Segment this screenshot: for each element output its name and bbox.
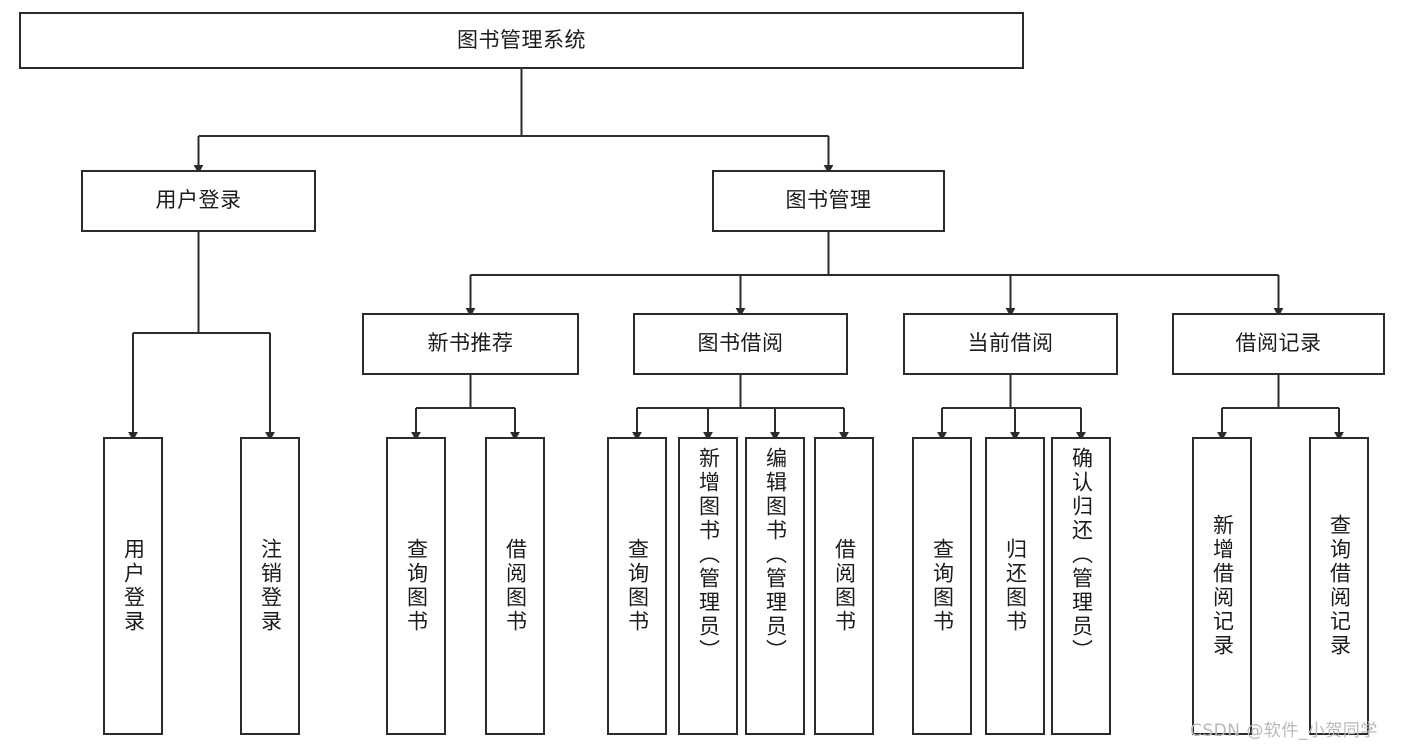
node-book-borrow-label: 图书借阅 [697, 331, 784, 356]
node-leaf-return-book-label: 归还图书 [1003, 538, 1028, 634]
node-leaf-confirm-return-admin[interactable]: 确认归还（管理员） [1051, 437, 1111, 735]
node-leaf-borrow-book-1-label: 借阅图书 [503, 538, 528, 634]
node-leaf-edit-book-admin-label: 编辑图书（管理员） [763, 447, 788, 663]
node-leaf-edit-book-admin[interactable]: 编辑图书（管理员） [745, 437, 805, 735]
node-leaf-query-book-3[interactable]: 查询图书 [912, 437, 972, 735]
node-new-book-recommendation-label: 新书推荐 [427, 331, 514, 356]
node-user-login-label: 用户登录 [155, 188, 242, 213]
node-leaf-confirm-return-admin-label: 确认归还（管理员） [1069, 447, 1094, 663]
node-leaf-query-borrow-record-label: 查询借阅记录 [1327, 514, 1352, 658]
node-user-login[interactable]: 用户登录 [81, 170, 316, 232]
node-leaf-add-book-admin-label: 新增图书（管理员） [696, 447, 721, 663]
node-leaf-add-borrow-record-label: 新增借阅记录 [1210, 514, 1235, 658]
node-current-borrow-label: 当前借阅 [967, 331, 1054, 356]
node-leaf-borrow-book-1[interactable]: 借阅图书 [485, 437, 545, 735]
node-leaf-query-book-1-label: 查询图书 [404, 538, 429, 634]
node-current-borrow[interactable]: 当前借阅 [903, 313, 1118, 375]
node-leaf-query-book-2-label: 查询图书 [625, 538, 650, 634]
node-leaf-borrow-book-2[interactable]: 借阅图书 [814, 437, 874, 735]
node-title-label: 图书管理系统 [457, 27, 586, 52]
node-book-management[interactable]: 图书管理 [712, 170, 945, 232]
node-leaf-user-login[interactable]: 用户登录 [103, 437, 163, 735]
node-leaf-borrow-book-2-label: 借阅图书 [832, 538, 857, 634]
node-borrow-record-label: 借阅记录 [1235, 331, 1322, 356]
node-leaf-query-book-1[interactable]: 查询图书 [386, 437, 446, 735]
node-leaf-logout-login-label: 注销登录 [258, 538, 283, 634]
node-leaf-query-borrow-record[interactable]: 查询借阅记录 [1309, 437, 1369, 735]
node-title-box[interactable]: 图书管理系统 [19, 12, 1024, 69]
node-leaf-query-book-3-label: 查询图书 [930, 538, 955, 634]
node-leaf-user-login-label: 用户登录 [121, 538, 146, 634]
node-new-book-recommendation[interactable]: 新书推荐 [362, 313, 579, 375]
node-leaf-logout-login[interactable]: 注销登录 [240, 437, 300, 735]
node-book-borrow[interactable]: 图书借阅 [633, 313, 848, 375]
node-leaf-query-book-2[interactable]: 查询图书 [607, 437, 667, 735]
node-book-management-label: 图书管理 [785, 188, 872, 213]
node-leaf-add-book-admin[interactable]: 新增图书（管理员） [678, 437, 738, 735]
csdn-watermark: CSDN @软件_小贺同学 [1190, 721, 1378, 741]
node-leaf-return-book[interactable]: 归还图书 [985, 437, 1045, 735]
node-borrow-record[interactable]: 借阅记录 [1172, 313, 1385, 375]
node-leaf-add-borrow-record[interactable]: 新增借阅记录 [1192, 437, 1252, 735]
